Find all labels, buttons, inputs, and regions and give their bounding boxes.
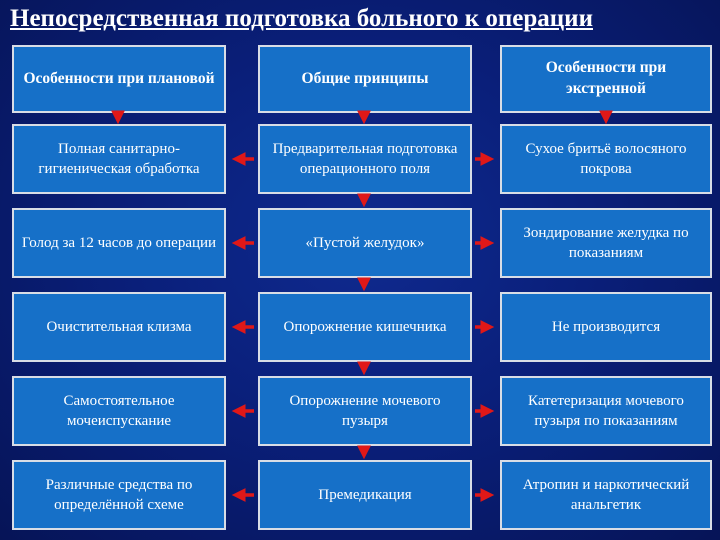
general-row-5: Премедикация <box>258 460 472 530</box>
general-row-1: Предварительная подготовка операционного… <box>258 124 472 194</box>
general-row-2: «Пустой желудок» <box>258 208 472 278</box>
emergency-row-4: Катетеризация мочевого пузыря по показан… <box>500 376 712 446</box>
emergency-row-3: Не производится <box>500 292 712 362</box>
header-planned: Особенности при плановой <box>12 45 226 113</box>
header-general: Общие принципы <box>258 45 472 113</box>
general-row-3: Опорожнение кишечника <box>258 292 472 362</box>
planned-row-2: Голод за 12 часов до операции <box>12 208 226 278</box>
emergency-row-1: Сухое бритьё волосяного покрова <box>500 124 712 194</box>
planned-row-4: Самостоятельное мочеиспускание <box>12 376 226 446</box>
planned-row-5: Различные средства по определённой схеме <box>12 460 226 530</box>
emergency-row-2: Зондирование желудка по показаниям <box>500 208 712 278</box>
general-row-4: Опорожнение мочевого пузыря <box>258 376 472 446</box>
emergency-row-5: Атропин и наркотический анальгетик <box>500 460 712 530</box>
header-emergency: Особенности при экстренной <box>500 45 712 113</box>
planned-row-1: Полная санитарно-гигиеническая обработка <box>12 124 226 194</box>
page-title: Непосредственная подготовка больного к о… <box>10 5 593 32</box>
planned-row-3: Очистительная клизма <box>12 292 226 362</box>
